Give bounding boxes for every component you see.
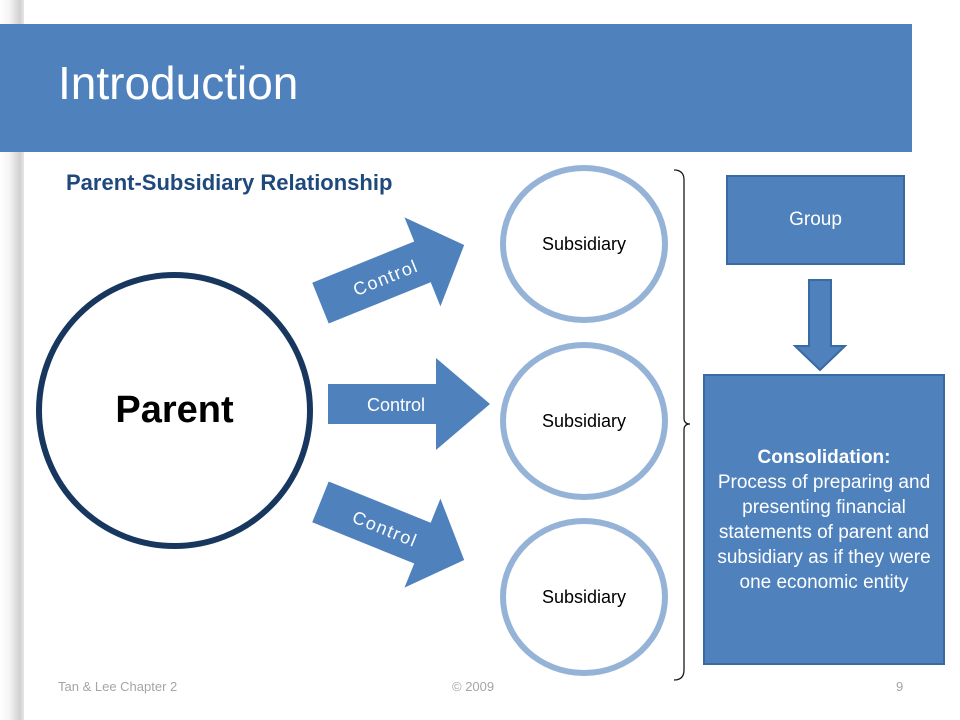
control-arrow-lower: Control — [312, 481, 465, 588]
subsidiary-label-top: Subsidiary — [541, 233, 627, 254]
consolidation-heading: Consolidation: — [757, 446, 891, 468]
slide-subtitle: Parent-Subsidiary Relationship — [66, 170, 393, 195]
footer-chapter: Tan & Lee Chapter 2 — [58, 679, 178, 694]
control-arrow-upper-shape — [312, 217, 465, 324]
footer-page-number: 9 — [896, 679, 904, 694]
control-arrow-lower-shape — [312, 481, 465, 588]
subsidiary-label-middle: Subsidiary — [541, 410, 627, 431]
subsidiary-circle-middle: Subsidiary — [500, 342, 668, 500]
subsidiary-circle-bottom: Subsidiary — [500, 518, 668, 676]
footer-copyright: © 2009 — [452, 679, 495, 694]
parent-circle: Parent — [36, 272, 313, 549]
title-bar — [0, 24, 912, 152]
down-arrow — [792, 279, 848, 372]
subsidiary-circle-top: Subsidiary — [500, 165, 668, 323]
control-arrow-middle: Control — [328, 358, 490, 450]
group-label: Group — [789, 209, 842, 230]
control-label-middle: Control — [367, 395, 425, 415]
parent-label: Parent — [115, 389, 234, 431]
group-box: Group — [726, 175, 905, 265]
subsidiary-label-bottom: Subsidiary — [541, 586, 627, 607]
slide-title: Introduction — [58, 57, 299, 109]
consolidation-text: Process of preparing and presenting fina… — [717, 471, 931, 593]
control-arrow-middle-shape — [328, 358, 490, 450]
right-brace — [673, 169, 691, 681]
consolidation-box: Consolidation: Process of preparing and … — [703, 374, 945, 665]
control-arrow-upper: Control — [312, 217, 465, 324]
